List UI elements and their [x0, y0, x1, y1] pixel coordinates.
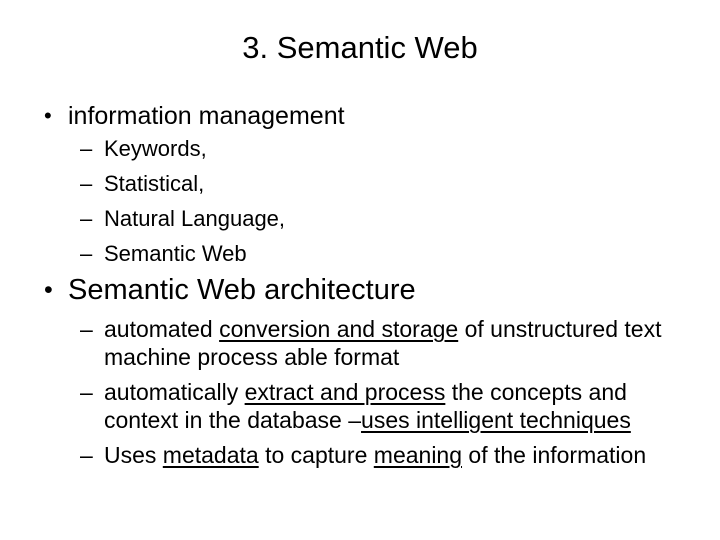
sub-bullet-text: automated conversion and storage of unst… [104, 315, 661, 371]
dash-marker: – [80, 171, 93, 196]
sub-bullet-text: automatically extract and process the co… [104, 378, 631, 434]
sub-bullet-item: –Semantic Web [0, 241, 720, 266]
bullet-item: • Semantic Web architecture [0, 274, 720, 307]
sub-bullet-item: –Natural Language, [0, 206, 720, 231]
text-line: automatically extract and process the co… [104, 379, 627, 405]
text-line: machine process able format [104, 344, 400, 370]
dash-marker: – [80, 206, 93, 231]
dash-marker: – [80, 136, 93, 161]
text-line: Uses metadata to capture meaning of the … [104, 442, 647, 468]
slide-body: •information management–Keywords,–Statis… [0, 102, 720, 469]
bullet-item: • information management [0, 102, 720, 130]
bullet-heading-text: Semantic Web architecture [68, 274, 416, 306]
text-line: context in the database –uses intelligen… [104, 407, 631, 433]
sub-bullet-item: –Statistical, [0, 171, 720, 196]
sub-bullet-text: Natural Language, [104, 206, 285, 231]
underlined-text: metadata [162, 442, 259, 468]
sub-bullet-item: –automatically extract and process the c… [0, 378, 720, 434]
sub-bullet-text: Semantic Web [104, 241, 247, 266]
slide-title: 3. Semantic Web [242, 30, 478, 65]
text-line: Natural Language, [104, 206, 286, 231]
sub-bullet-text: Uses metadata to capture meaning of the … [104, 441, 646, 469]
underlined-text: uses intelligent techniques [361, 407, 631, 433]
text-line: automated conversion and storage of unst… [104, 316, 662, 342]
underlined-text: extract and process [244, 379, 446, 405]
dash-marker: – [80, 316, 93, 342]
bullet-marker: • [44, 276, 53, 304]
bullet-marker: • [44, 103, 52, 128]
sub-bullet-item: –Keywords, [0, 136, 720, 161]
dash-marker: – [80, 379, 93, 405]
text-line: Semantic Web [104, 241, 247, 266]
dash-marker: – [80, 442, 93, 468]
underlined-text: meaning [373, 442, 463, 468]
sub-bullet-list: –Keywords,–Statistical,–Natural Language… [0, 136, 720, 266]
text-line: Keywords, [104, 136, 207, 161]
sub-bullet-list: –automated conversion and storage of uns… [0, 315, 720, 469]
sub-bullet-text: Keywords, [104, 136, 207, 161]
dash-marker: – [80, 241, 93, 266]
underlined-text: conversion and storage [219, 316, 459, 342]
text-line: Statistical, [104, 171, 205, 196]
sub-bullet-text: Statistical, [104, 171, 204, 196]
sub-bullet-item: –automated conversion and storage of uns… [0, 315, 720, 371]
bullet-heading-text: information management [68, 102, 345, 130]
sub-bullet-item: –Uses metadata to capture meaning of the… [0, 441, 720, 469]
